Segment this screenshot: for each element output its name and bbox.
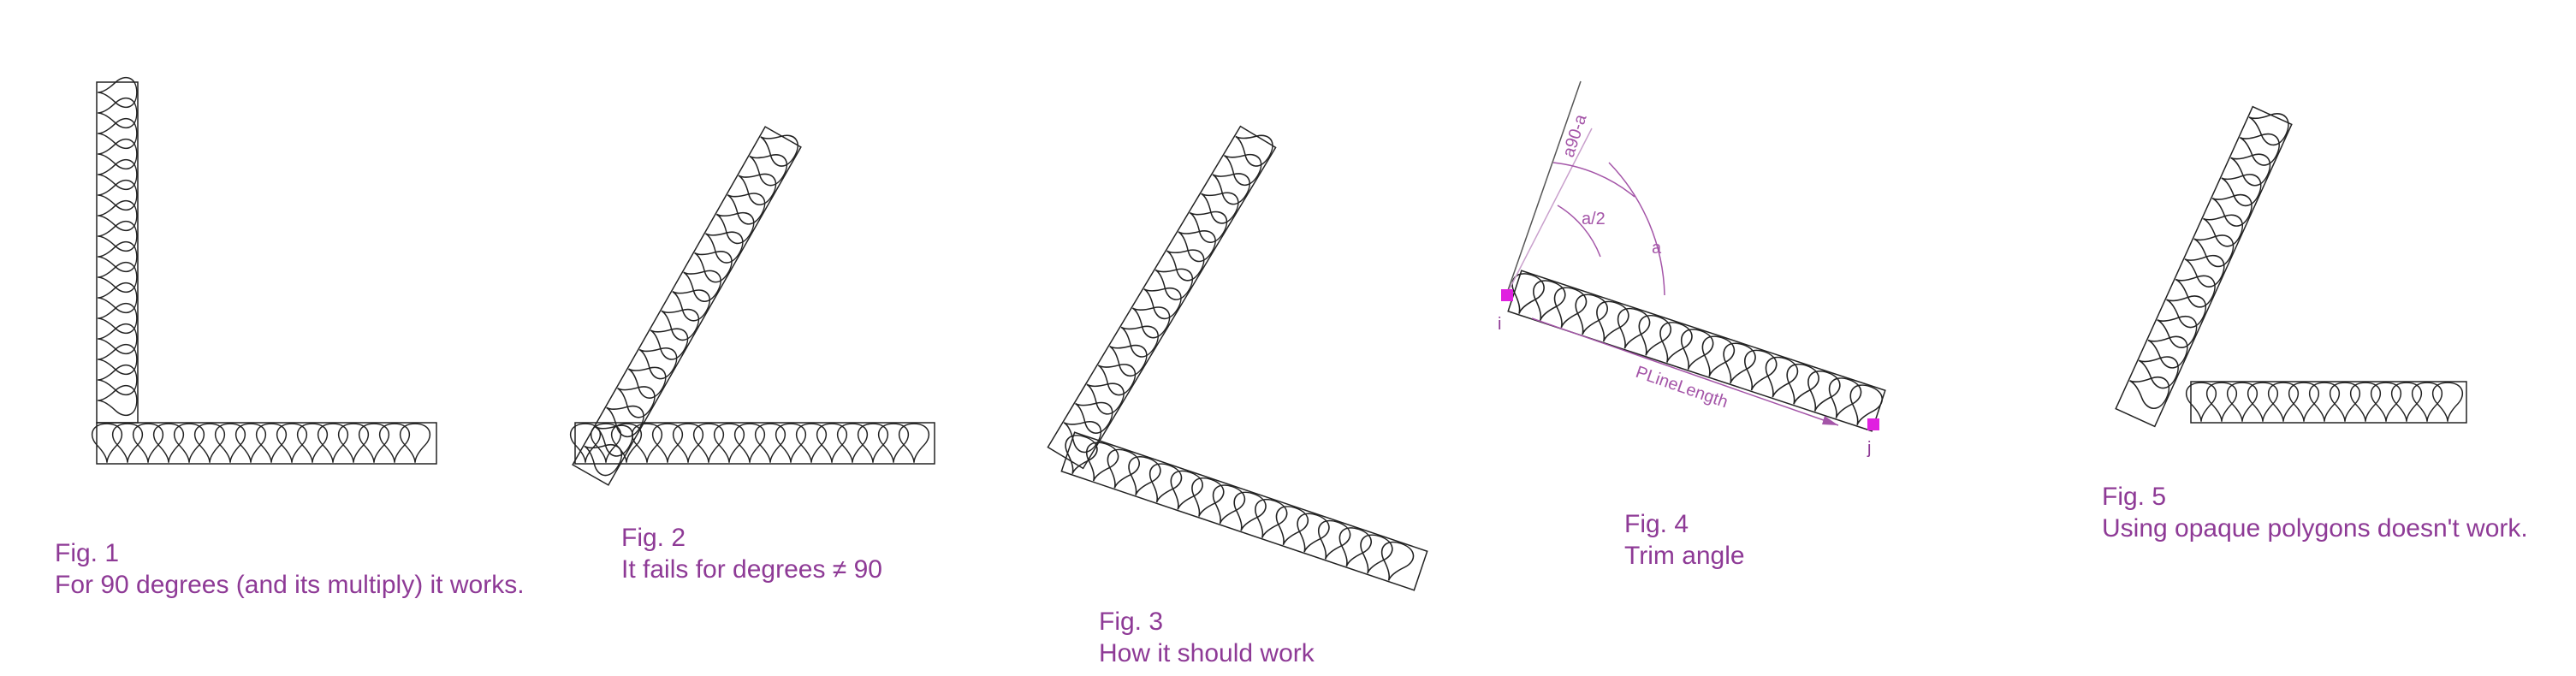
fig3-caption-block: Fig. 3 How it should work	[1099, 606, 1315, 669]
fig4-handle-i[interactable]	[1501, 289, 1513, 301]
fig2-caption-block: Fig. 2 It fails for degrees ≠ 90	[621, 522, 882, 585]
fig3-caption: How it should work	[1099, 639, 1315, 667]
fig4-strip	[1503, 269, 1886, 432]
fig2-drawing	[569, 122, 935, 486]
fig4-caption: Trim angle	[1624, 542, 1745, 570]
fig2-horizontal-strip	[569, 422, 935, 465]
fig4-length-arrow	[1531, 317, 1839, 426]
fig4-title: Fig. 4	[1624, 510, 1689, 538]
fig1-caption-block: Fig. 1 For 90 degrees (and its multiply)…	[55, 537, 525, 601]
fig4-arc-a90	[1552, 162, 1635, 198]
fig1-drawing	[91, 76, 437, 465]
fig3-diagonal-strip	[1047, 122, 1279, 470]
fig1-vertical-strip	[96, 76, 139, 424]
fig5-horizontal-strip	[2185, 381, 2467, 424]
fig2-title: Fig. 2	[621, 524, 686, 552]
fig4-handle-j[interactable]	[1867, 418, 1879, 430]
fig4-label-i: i	[1498, 315, 1501, 334]
fig2-diagonal-strip	[572, 122, 804, 486]
fig5-caption: Using opaque polygons doesn't work.	[2102, 514, 2528, 543]
fig4-caption-block: Fig. 4 Trim angle	[1624, 508, 1745, 572]
fig3-lower-strip	[1056, 430, 1428, 591]
fig4-label-a-half: a/2	[1582, 210, 1606, 228]
fig3-title: Fig. 3	[1099, 608, 1164, 636]
fig4-drawing: a90-a a/2 a i j PLineLength	[1498, 80, 1886, 458]
fig1-title: Fig. 1	[55, 539, 120, 567]
fig4-label-j: j	[1867, 439, 1871, 458]
fig4-reference-line	[1505, 80, 1582, 296]
fig4-label-a90: a90-a	[1559, 111, 1591, 159]
fig4-arc-a-half	[1557, 205, 1601, 258]
fig1-horizontal-strip	[91, 422, 437, 465]
fig4-arrow-head	[1822, 416, 1838, 425]
fig5-drawing	[2115, 102, 2467, 428]
fig4-label-a: a	[1652, 239, 1662, 258]
fig4-bisector-line	[1505, 127, 1593, 296]
fig5-title: Fig. 5	[2102, 483, 2167, 511]
fig5-caption-block: Fig. 5 Using opaque polygons doesn't wor…	[2102, 481, 2528, 544]
fig1-caption: For 90 degrees (and its multiply) it wor…	[55, 571, 525, 599]
fig5-diagonal-strip	[2115, 102, 2294, 428]
fig3-drawing	[1047, 122, 1428, 591]
fig4-arc-a	[1608, 162, 1665, 296]
fig2-caption: It fails for degrees ≠ 90	[621, 555, 882, 584]
